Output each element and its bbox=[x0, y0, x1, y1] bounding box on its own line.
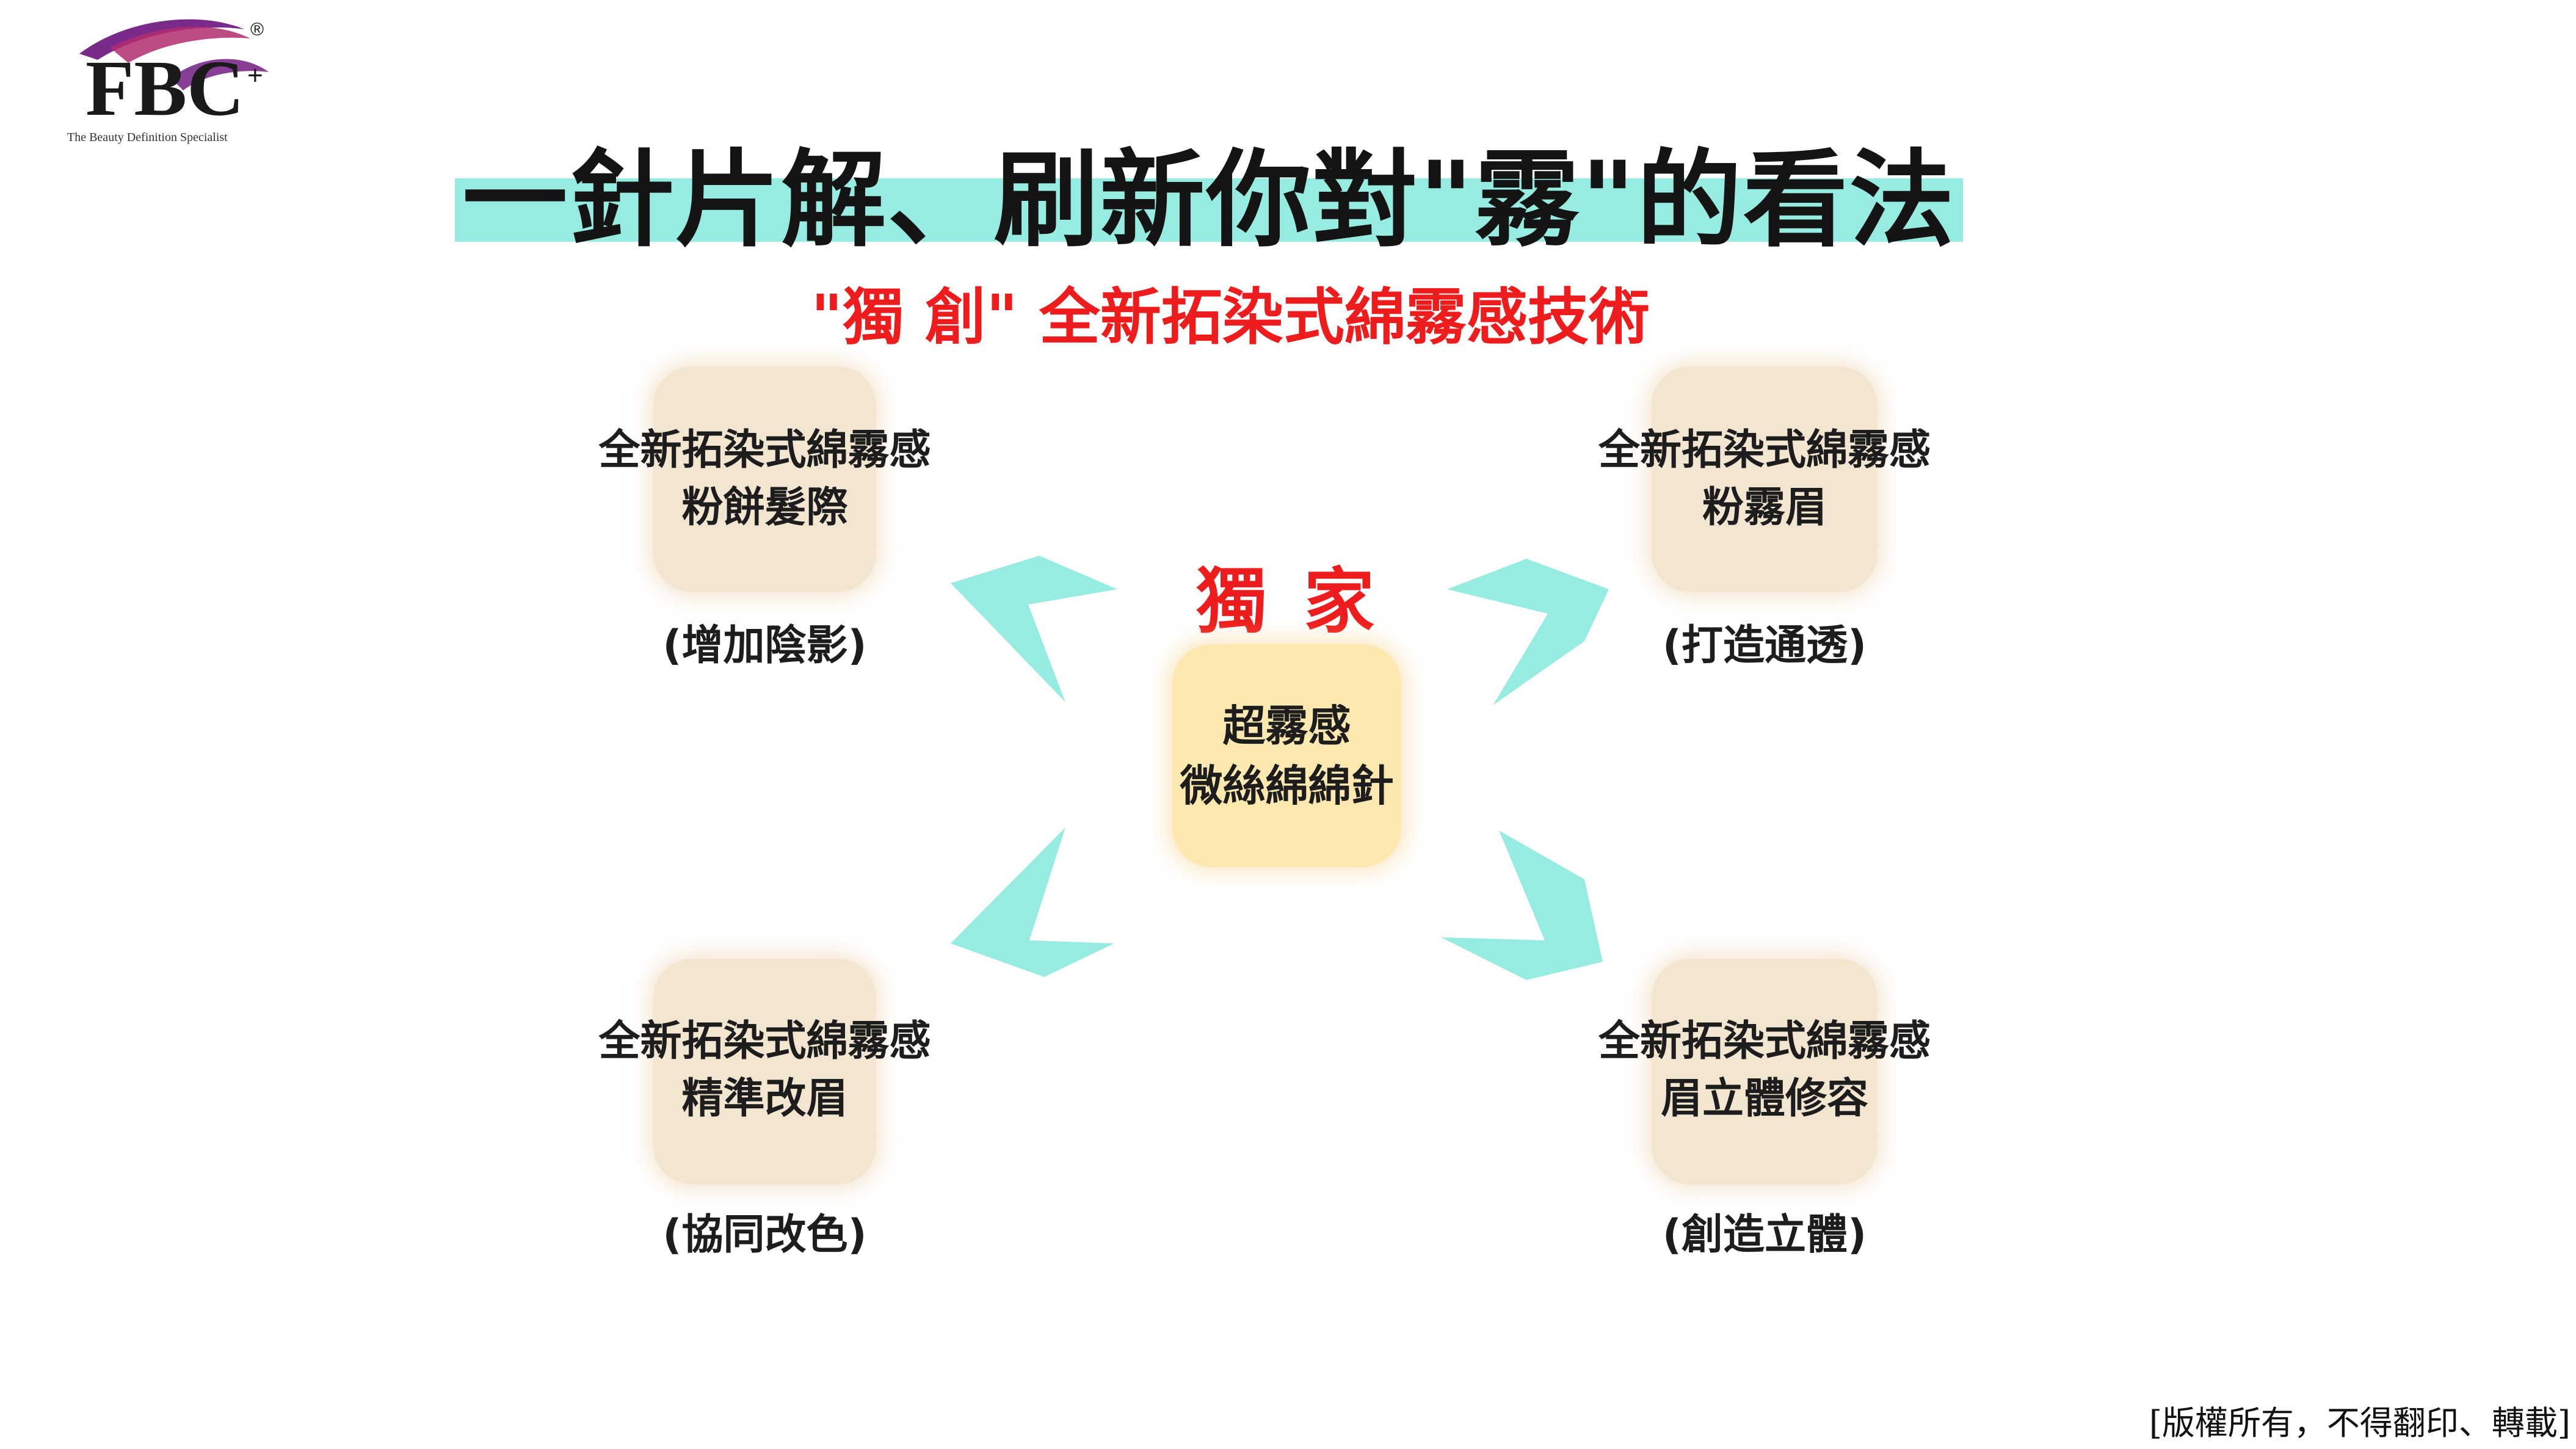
node-line1: 全新拓染式綿霧感 bbox=[598, 426, 931, 474]
svg-text:+: + bbox=[247, 60, 263, 90]
page-subtitle: "獨 創" 全新拓染式綿霧感技術 bbox=[811, 281, 1650, 353]
node-caption-top-left: (增加陰影) bbox=[662, 621, 867, 670]
node-text-bottom-left: 全新拓染式綿霧感 精準改眉 bbox=[550, 988, 980, 1153]
node-line2: 精準改眉 bbox=[681, 1075, 848, 1123]
node-line1: 全新拓染式綿霧感 bbox=[1598, 426, 1931, 474]
node-box-bottom-left bbox=[653, 959, 876, 1185]
center-line2: 微絲綿綿針 bbox=[1180, 760, 1394, 811]
title-highlight-band bbox=[455, 178, 1963, 242]
fbc-logo: FBC + ® The Beauty Definition Specialist bbox=[61, 11, 281, 151]
node-text-top-left: 全新拓染式綿霧感 粉餅髮際 bbox=[550, 397, 980, 562]
registered-mark: ® bbox=[250, 20, 264, 40]
arrow-bottom-right bbox=[1441, 830, 1603, 980]
node-text-top-right: 全新拓染式綿霧感 粉霧眉 bbox=[1548, 397, 1981, 562]
center-box bbox=[1172, 644, 1401, 867]
center-label: 獨 家 bbox=[1195, 561, 1381, 643]
node-box-bottom-right bbox=[1652, 959, 1878, 1185]
node-box-top-left bbox=[653, 366, 876, 592]
arrow-bottom-left bbox=[951, 827, 1114, 977]
logo-mark: FBC + ® bbox=[79, 19, 269, 133]
logo-text: FBC bbox=[85, 45, 244, 133]
node-caption-bottom-right: (創造立體) bbox=[1662, 1210, 1867, 1259]
node-line2: 粉霧眉 bbox=[1702, 484, 1827, 532]
center-text: 超霧感 微絲綿綿針 bbox=[1142, 672, 1432, 840]
node-line1: 全新拓染式綿霧感 bbox=[598, 1017, 931, 1066]
node-caption-bottom-left: (協同改色) bbox=[662, 1210, 867, 1259]
copyright-notice: [版權所有，不得翻印、轉載] bbox=[2149, 1403, 2571, 1442]
node-line2: 眉立體修容 bbox=[1660, 1075, 1868, 1123]
node-line1: 全新拓染式綿霧感 bbox=[1598, 1017, 1931, 1066]
node-text-bottom-right: 全新拓染式綿霧感 眉立體修容 bbox=[1548, 988, 1981, 1153]
node-caption-top-right: (打造通透) bbox=[1662, 621, 1867, 670]
arrow-top-left bbox=[951, 556, 1117, 702]
center-line1: 超霧感 bbox=[1222, 700, 1351, 751]
node-line2: 粉餅髮際 bbox=[681, 484, 848, 532]
node-box-top-right bbox=[1652, 366, 1878, 592]
logo-subtitle: The Beauty Definition Specialist bbox=[67, 131, 228, 144]
page-title: 一針片解、刷新你對"霧"的看法 bbox=[462, 139, 1956, 261]
